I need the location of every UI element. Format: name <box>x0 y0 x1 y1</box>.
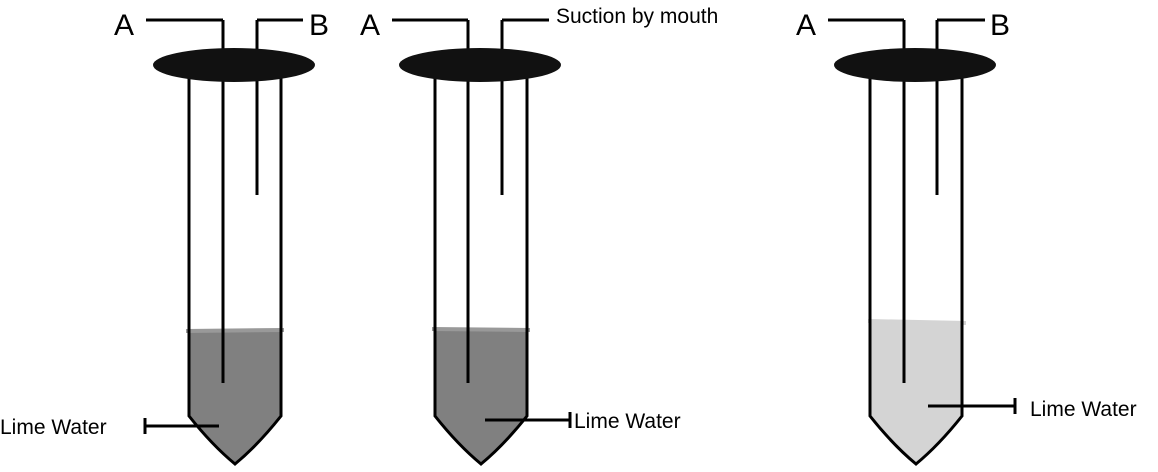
tube-3-liquid-surface <box>867 319 967 325</box>
tube-2-wall <box>433 78 529 466</box>
tube-1-liquid <box>189 331 281 464</box>
tube-3-label-a: A <box>796 9 816 42</box>
tube-2-label-a: A <box>360 9 380 42</box>
tube-2-liquid-label: Lime Water <box>574 410 681 433</box>
tube-1-stopper <box>153 48 315 82</box>
tube-2-label-suction: Suction by mouth <box>556 5 718 28</box>
tube-1-label-a: A <box>114 9 134 42</box>
test-tube-3: A B Lime Water <box>796 9 1137 466</box>
tube-1-wall <box>187 78 283 466</box>
tube-1-label-b: B <box>309 9 329 42</box>
tube-3-wall <box>868 78 964 466</box>
tube-2-liquid-surface <box>431 327 531 332</box>
tube-3-label-b: B <box>990 9 1010 42</box>
tube-1-liquid-surface <box>185 328 285 333</box>
tube-3-stopper <box>834 48 996 82</box>
tube-3-liquid <box>870 321 962 464</box>
tube-2-liquid <box>435 329 527 464</box>
test-tube-2: A Suction by mouth Lime Water <box>360 5 718 466</box>
test-tube-1: A B Lime Water <box>0 9 329 466</box>
tube-2-stopper <box>399 48 561 82</box>
tube-1-liquid-label: Lime Water <box>0 416 107 439</box>
tube-3-liquid-label: Lime Water <box>1030 398 1137 421</box>
